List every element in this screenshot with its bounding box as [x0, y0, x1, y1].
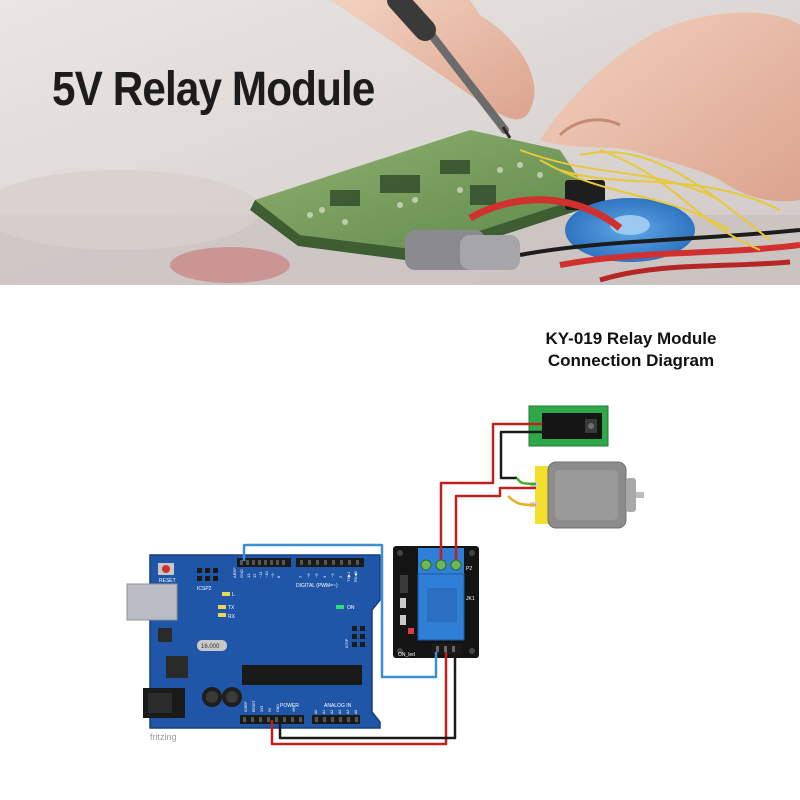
digital-pin-label: ~9 — [270, 573, 275, 578]
tx-led — [218, 605, 226, 609]
analog-pin-label: A4 — [346, 710, 350, 714]
digital-pin-label: 4 — [322, 575, 327, 578]
icsp2-label: ICSP2 — [197, 586, 212, 592]
dc-jack-board — [528, 405, 609, 447]
rx-led — [218, 613, 226, 617]
usb-connector — [126, 583, 178, 621]
rxd-label: RX◀0 — [353, 570, 358, 582]
txd-label: TX▶1 — [346, 571, 351, 582]
v33-label: 3V3 — [260, 706, 264, 712]
analog-pin-label: A2 — [330, 710, 334, 714]
motor-end-cap — [535, 466, 549, 524]
on-led-label: ON_led — [398, 652, 415, 658]
fritzing-watermark: fritzing — [150, 732, 177, 742]
on-led — [336, 605, 344, 609]
digital-pin-label: 2 — [338, 575, 343, 578]
crystal-label: 16.000 — [201, 644, 220, 650]
digital-pin-label: ~10 — [264, 570, 269, 578]
no-wire — [454, 486, 536, 560]
power-label: POWER — [280, 703, 299, 709]
ioref-label: IOREF — [244, 701, 248, 712]
usb-chip — [158, 628, 172, 642]
tx-label: TX — [228, 605, 235, 611]
digital-label: DIGITAL (PWM=~) — [296, 583, 338, 589]
p2-label: P2 — [466, 566, 472, 572]
digital-pin-label: ~6 — [306, 573, 311, 578]
analog-pin-label: A5 — [354, 710, 358, 714]
digital-pin-labels: 13 12 ~11 ~10 ~9 8 7 ~6 ~5 4 ~3 2 — [246, 570, 343, 578]
digital-pin-label: 8 — [276, 575, 281, 578]
rx-label: RX — [228, 614, 236, 620]
resistor — [400, 598, 406, 608]
analog-header — [312, 715, 360, 724]
banner-photo: 5V Relay Module — [0, 0, 800, 285]
signal-wire — [242, 543, 438, 679]
vin-label: VIN — [292, 706, 296, 712]
analog-pin-label: A0 — [314, 710, 318, 714]
jk1-label: JK1 — [466, 596, 475, 602]
l-led — [222, 592, 230, 596]
relay-on-led — [408, 628, 414, 634]
digital-pin-label: 12 — [252, 573, 257, 578]
terminal-screw — [420, 559, 432, 571]
l-label: L — [232, 592, 235, 598]
wires — [242, 422, 542, 746]
regulator — [166, 656, 188, 678]
arduino-board: RESET ICSP2 AREF GND 13 12 ~11 ~10 ~9 8 … — [126, 554, 381, 742]
motor-shaft — [636, 492, 644, 498]
digital-pin-label: 13 — [246, 573, 251, 578]
reset-label: RESET — [159, 578, 176, 584]
gnd-pin-label: GND — [276, 704, 280, 712]
transistor — [400, 575, 408, 593]
terminal-screw — [450, 559, 462, 571]
jack-gnd-wire — [499, 430, 542, 480]
crystal — [197, 640, 227, 651]
analog-pin-label: A1 — [322, 710, 326, 714]
resistor — [400, 615, 406, 625]
digital-pin-label: ~11 — [258, 571, 263, 578]
terminal-screw — [435, 559, 447, 571]
vcc-wire — [270, 652, 448, 746]
diagram-title-line2: Connection Diagram — [547, 351, 715, 370]
analog-pin-labels: A0 A1 A2 A3 A4 A5 — [314, 710, 358, 714]
dc-motor — [530, 461, 644, 529]
icsp-label: ICSP — [344, 638, 349, 648]
analog-label: ANALOG IN — [324, 703, 352, 709]
digital-pin-label: ~5 — [314, 573, 319, 578]
digital-pin-label: 7 — [298, 575, 303, 578]
gnd-wire — [278, 652, 457, 740]
diagram-title: KY-019 Relay Module Connection Diagram — [500, 328, 762, 372]
motor-lead-green — [515, 477, 537, 486]
relay-module: P2 JK1 ON_led — [393, 546, 479, 658]
reset-pin-label: RESET — [252, 699, 256, 712]
motor-lead-yellow — [507, 495, 537, 507]
analog-pin-label: A3 — [338, 710, 342, 714]
soldering-scene-illustration — [0, 0, 800, 285]
gnd-label: GND — [239, 569, 244, 578]
power-header — [240, 715, 304, 724]
com-wire — [439, 422, 542, 560]
on-label: ON — [347, 605, 355, 611]
v5-label: 5V — [268, 707, 272, 712]
connection-diagram: RESET ICSP2 AREF GND 13 12 ~11 ~10 ~9 8 … — [126, 405, 644, 746]
mcu-chip — [242, 665, 362, 685]
reset-button[interactable] — [162, 565, 170, 573]
diagram-title-line1: KY-019 Relay Module — [545, 329, 717, 348]
banner-title: 5V Relay Module — [52, 63, 375, 116]
aref-label: AREF — [232, 567, 237, 578]
digital-header-right — [296, 558, 364, 567]
digital-pin-label: ~3 — [330, 573, 335, 578]
